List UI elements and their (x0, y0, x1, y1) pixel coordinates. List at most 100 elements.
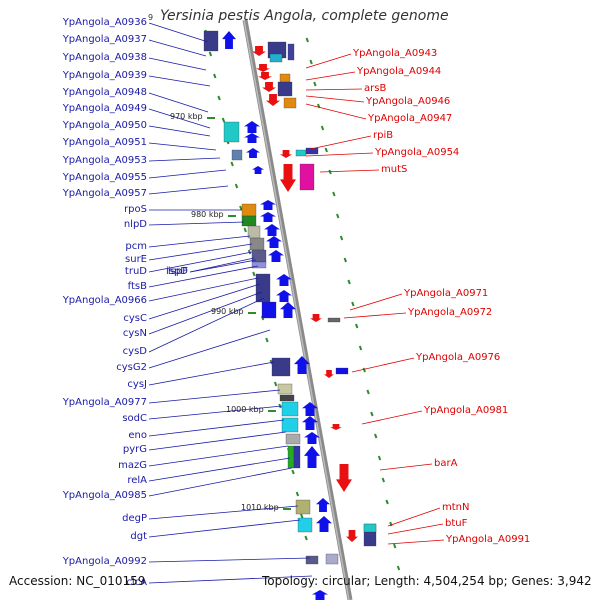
gene-label-cysj[interactable]: cysJ (127, 379, 147, 390)
gene-label-ypangola-a0946[interactable]: YpAngola_A0946 (366, 96, 451, 107)
gene-label-sodc[interactable]: sodC (122, 413, 147, 424)
gene-label-arsb[interactable]: arsB (364, 83, 387, 94)
kbp-marker: 1000 kbp (226, 405, 264, 414)
forward-gene-arrow (276, 290, 292, 302)
label-connector (148, 39, 207, 57)
gene-label-ypangola-a0937[interactable]: YpAngola_A0937 (62, 34, 147, 45)
gene-label-rela[interactable]: relA (127, 475, 147, 486)
gene-label-btuf[interactable]: btuF (445, 518, 468, 529)
label-connector (148, 505, 299, 520)
tick-mark (324, 147, 328, 153)
gene-block (327, 317, 341, 323)
gene-block (279, 394, 295, 402)
gene-label-mazg[interactable]: mazG (118, 460, 147, 471)
gene-label-ypangola-a0966[interactable]: YpAngola_A0966 (62, 295, 147, 306)
gene-block (277, 81, 293, 97)
forward-gene-arrow (280, 302, 296, 318)
gene-label-ispf[interactable]: ispF (167, 266, 188, 277)
gene-label-ypangola-a0957[interactable]: YpAngola_A0957 (62, 188, 147, 199)
label-connector (148, 169, 227, 179)
tick-mark (393, 543, 397, 549)
label-connector (148, 557, 311, 563)
tick-mark (358, 345, 363, 351)
gene-label-cysn[interactable]: cysN (122, 328, 147, 339)
gene-label-ypangola-a0985[interactable]: YpAngola_A0985 (62, 490, 147, 501)
gene-label-bara[interactable]: barA (434, 458, 458, 469)
gene-label-pyrg[interactable]: pyrG (122, 444, 147, 455)
gene-block (287, 43, 295, 61)
label-connector (148, 405, 283, 420)
kbp-marker: 990 kbp (211, 307, 244, 316)
gene-label-ypangola-a0953[interactable]: YpAngola_A0953 (62, 155, 147, 166)
label-connector (361, 410, 423, 425)
label-connector (349, 293, 403, 311)
gene-label-ypangola-a0971[interactable]: YpAngola_A0971 (404, 288, 489, 299)
gene-label-clca[interactable]: clcA (126, 577, 147, 588)
gene-label-nlpd[interactable]: nlpD (123, 219, 147, 230)
gene-block (363, 523, 377, 533)
forward-gene-arrow (244, 133, 260, 143)
forward-gene-arrow (302, 402, 318, 416)
gene-label-rpos[interactable]: rpoS (124, 204, 147, 215)
gene-label-trud[interactable]: truD (124, 266, 147, 277)
kbp-marker: 1010 kbp (241, 503, 279, 512)
gene-label-ypangola-a0949[interactable]: YpAngola_A0949 (62, 103, 147, 114)
gene-block (285, 433, 301, 445)
gene-label-ypangola-a0951[interactable]: YpAngola_A0951 (62, 137, 147, 148)
gene-label-eno[interactable]: eno (128, 430, 147, 441)
gene-label-dgt[interactable]: dgt (130, 531, 147, 542)
gene-label-ypangola-a0943[interactable]: YpAngola_A0943 (353, 48, 438, 59)
reverse-gene-arrow (252, 46, 266, 56)
gene-label-ypangola-a0955[interactable]: YpAngola_A0955 (62, 172, 147, 183)
gene-label-cysc[interactable]: cysC (123, 313, 147, 324)
reverse-gene-arrow (266, 94, 280, 106)
tick-mark (208, 51, 213, 57)
label-connector (305, 103, 367, 120)
label-connector (343, 312, 407, 319)
gene-label-ypangola-a0939[interactable]: YpAngola_A0939 (62, 70, 147, 81)
topology-text: Topology: circular; Length: 4,504,254 bp… (262, 574, 592, 588)
forward-gene-arrow (264, 224, 280, 236)
label-connector (148, 251, 253, 273)
gene-label-ypangola-a0944[interactable]: YpAngola_A0944 (357, 66, 442, 77)
gene-label-pcm[interactable]: pcm (125, 241, 147, 252)
gene-label-ypangola-a0936[interactable]: YpAngola_A0936 (62, 17, 147, 28)
gene-label-ftsb[interactable]: ftsB (127, 281, 147, 292)
gene-label-ypangola-a0976[interactable]: YpAngola_A0976 (416, 352, 501, 363)
gene-label-ypangola-a0972[interactable]: YpAngola_A0972 (408, 307, 493, 318)
gene-label-ypangola-a0948[interactable]: YpAngola_A0948 (62, 87, 147, 98)
label-connector (305, 88, 363, 91)
label-connector (148, 277, 259, 302)
gene-label-rpib[interactable]: rpiB (373, 130, 394, 141)
gene-label-ypangola-a0992[interactable]: YpAngola_A0992 (62, 556, 147, 567)
label-connector (148, 92, 209, 113)
gene-label-cysg2[interactable]: cysG2 (116, 362, 147, 373)
gene-label-ypangola-a0991[interactable]: YpAngola_A0991 (446, 534, 531, 545)
reverse-gene-arrow (336, 464, 352, 492)
gene-label-ypangola-a0981[interactable]: YpAngola_A0981 (424, 405, 509, 416)
gene-label-sure[interactable]: surE (125, 254, 147, 265)
gene-label-cysd[interactable]: cysD (122, 346, 147, 357)
gene-label-ispd[interactable]: ispD (165, 266, 188, 277)
backbone-highlight (243, 19, 350, 600)
label-connector (305, 152, 374, 157)
gene-label-ypangola-a0954[interactable]: YpAngola_A0954 (375, 147, 460, 158)
gene-label-mtnn[interactable]: mtnN (442, 502, 470, 513)
gene-label-ypangola-a0977[interactable]: YpAngola_A0977 (62, 397, 147, 408)
tick-mark (295, 491, 300, 497)
gene-label-ypangola-a0938[interactable]: YpAngola_A0938 (62, 52, 147, 63)
gene-label-ypangola-a0947[interactable]: YpAngola_A0947 (368, 113, 453, 124)
label-connector (148, 519, 301, 538)
tick-mark (343, 257, 347, 263)
forward-gene-arrow (252, 166, 264, 174)
gene-label-degp[interactable]: degP (122, 513, 147, 524)
gene-block (271, 357, 291, 377)
gene-block (231, 149, 243, 161)
label-connector (148, 57, 207, 71)
gene-label-ypangola-a0950[interactable]: YpAngola_A0950 (62, 120, 147, 131)
gene-block (261, 301, 277, 319)
label-connector (148, 297, 265, 353)
reverse-gene-arrow (258, 72, 272, 80)
gene-label-muts[interactable]: mutS (381, 164, 408, 175)
tick-mark (243, 227, 247, 233)
